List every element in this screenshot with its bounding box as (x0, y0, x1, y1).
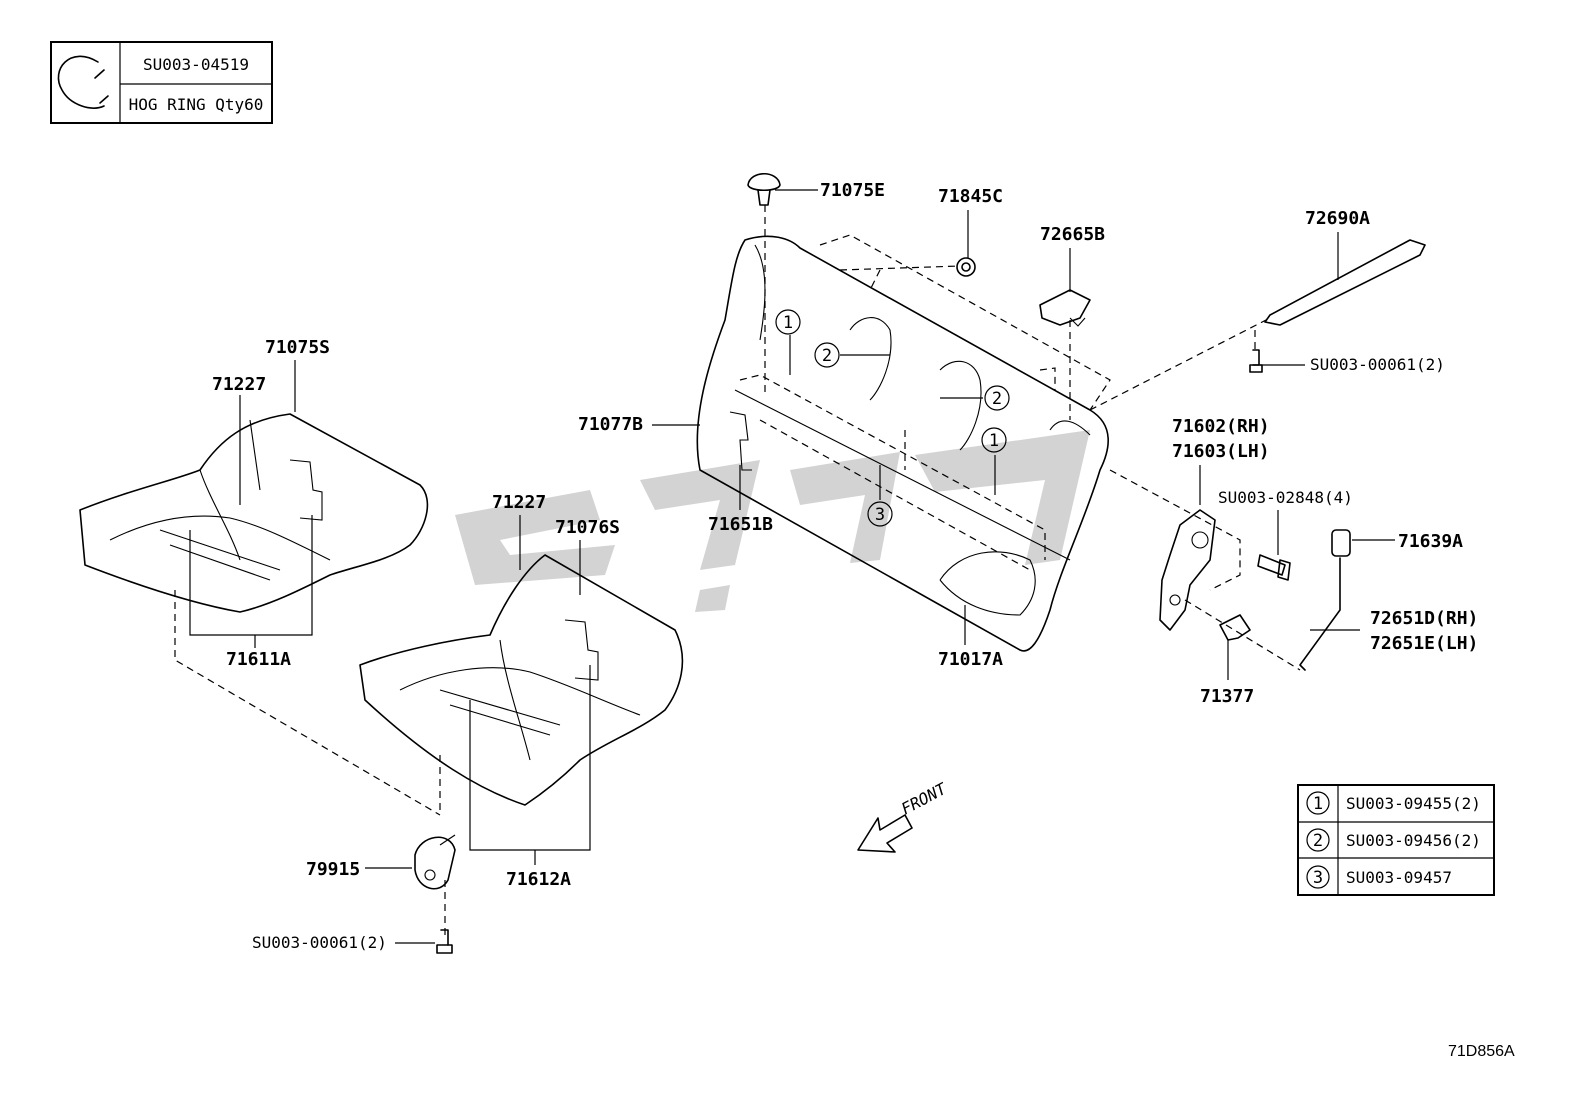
bracket-79915 (414, 834, 456, 890)
hog-ring-part-no: SU003-04519 (143, 55, 249, 74)
label-su003-00061-top: SU003-00061(2) (1310, 355, 1445, 374)
svg-text:SU003-09457: SU003-09457 (1346, 868, 1452, 887)
bolt-su00061-bottom (436, 929, 453, 954)
hog-ring-box: SU003-04519 HOG RING Qty60 (50, 41, 273, 124)
label-71651B: 71651B (708, 514, 773, 535)
clip-71075E (747, 172, 781, 206)
part-labels: 71075E 71845C 72665B 72690A 71075S 71227… (212, 180, 1478, 952)
label-71017A: 71017A (938, 649, 1003, 670)
svg-text:2: 2 (992, 389, 1002, 409)
svg-text:3: 3 (1313, 868, 1323, 888)
label-71612A: 71612A (506, 869, 571, 890)
clip-71377 (1219, 614, 1251, 641)
watermark (455, 430, 1090, 612)
knob-71639A (1299, 529, 1351, 671)
svg-text:3: 3 (875, 505, 885, 525)
callout-1a: 1 (775, 309, 801, 335)
front-arrow-icon (857, 814, 913, 853)
label-72651E: 72651E(LH) (1370, 633, 1478, 654)
label-71602: 71602(RH) (1172, 416, 1270, 437)
label-71603: 71603(LH) (1172, 441, 1270, 462)
svg-text:1: 1 (989, 431, 999, 451)
legend-row-1: 1 SU003-09455(2) (1306, 791, 1481, 815)
hinge-71602 (1159, 509, 1216, 631)
label-71227-left: 71227 (212, 374, 266, 395)
bolt-su02848 (1257, 554, 1291, 581)
label-79915: 79915 (306, 859, 360, 880)
legend-row-3: 3 SU003-09457 (1306, 865, 1452, 889)
label-71075E: 71075E (820, 180, 885, 201)
label-72665B: 72665B (1040, 224, 1105, 245)
svg-text:1: 1 (783, 313, 793, 333)
seat-cushion-71076S (359, 554, 684, 806)
assembly-lines (174, 205, 1301, 935)
front-indicator: FRONT (857, 779, 951, 853)
leader-lines (189, 189, 1395, 944)
legend-row-2: 2 SU003-09456(2) (1306, 828, 1481, 852)
label-71075S: 71075S (265, 337, 330, 358)
svg-text:2: 2 (1313, 831, 1323, 851)
bolt-su00061-top (1249, 349, 1263, 373)
label-71611A: 71611A (226, 649, 291, 670)
label-su003-00061-bottom: SU003-00061(2) (252, 933, 387, 952)
svg-text:1: 1 (1313, 794, 1323, 814)
label-71077B: 71077B (578, 414, 643, 435)
strip-72690A (1264, 239, 1426, 326)
callout-2b: 2 (984, 385, 1010, 411)
svg-text:SU003-09455(2): SU003-09455(2) (1346, 794, 1481, 813)
callout-1b: 1 (981, 427, 1007, 453)
seat-back-71077B (696, 235, 1109, 652)
hog-ring-desc: HOG RING Qty60 (129, 95, 264, 114)
diagram-callouts: 1 2 2 1 3 (775, 309, 1010, 527)
cover-72665B (1039, 289, 1091, 327)
label-su003-02848: SU003-02848(4) (1218, 488, 1353, 507)
nut-71845C (956, 257, 976, 277)
label-71845C: 71845C (938, 186, 1003, 207)
legend-table: 1 SU003-09455(2) 2 SU003-09456(2) 3 SU00… (1297, 784, 1495, 896)
label-71076S: 71076S (555, 517, 620, 538)
front-label: FRONT (898, 779, 951, 819)
label-71377: 71377 (1200, 686, 1254, 707)
label-71639A: 71639A (1398, 531, 1463, 552)
callout-2a: 2 (814, 342, 840, 368)
label-72651D: 72651D(RH) (1370, 608, 1478, 629)
diagram-code: 71D856A (1448, 1043, 1515, 1060)
label-71227-right: 71227 (492, 492, 546, 513)
svg-text:SU003-09456(2): SU003-09456(2) (1346, 831, 1481, 850)
hog-ring-icon (57, 55, 109, 109)
label-72690A: 72690A (1305, 208, 1370, 229)
seat-cushion-71075S (79, 413, 429, 613)
svg-text:2: 2 (822, 346, 832, 366)
callout-3: 3 (867, 501, 893, 527)
